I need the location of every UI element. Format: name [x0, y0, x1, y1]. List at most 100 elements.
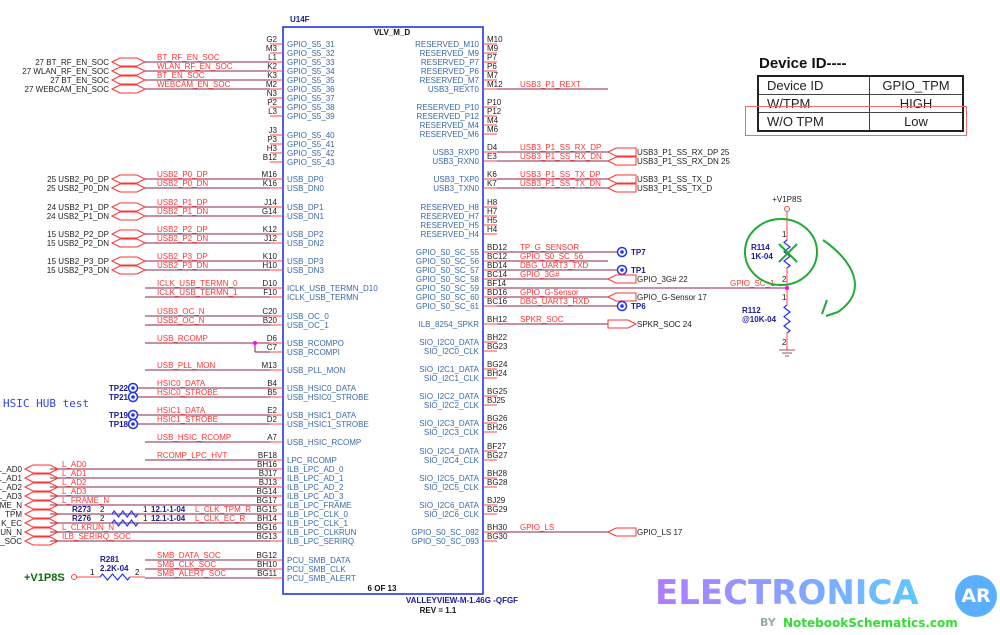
- net-label: SPKR_SOC: [520, 315, 564, 324]
- pin-number: D6: [267, 334, 278, 343]
- net-label: USB_RCOMP: [157, 334, 208, 343]
- offpage-connector: [110, 265, 147, 275]
- net-label: L_CLK_EC_R: [195, 514, 245, 523]
- pin-number: BG11: [257, 569, 277, 578]
- resistor-pin: 2: [100, 505, 105, 514]
- pin-number: BH24: [487, 369, 508, 378]
- net-label: USB3_P1_SS_RX_DP: [520, 143, 601, 152]
- pin-number: P10: [487, 98, 502, 107]
- chip-pin-name: LPC_RCOMP: [287, 456, 337, 465]
- offpage-connector: [606, 292, 637, 302]
- chip-pin-name: USB_HSIC_RCOMP: [287, 438, 361, 447]
- chip-pin-name: ILB_LPC_AD_1: [287, 474, 344, 483]
- power-rail-icon: [784, 206, 790, 212]
- chip-pin-name: PCU_SMB_ALERT: [287, 574, 356, 583]
- net-label: L_FRAME_N: [62, 496, 109, 505]
- net-label: USB_PLL_MON: [157, 361, 215, 370]
- markup-cross-icon: [778, 243, 798, 263]
- chip-pin-name: USB_DP0: [287, 175, 324, 184]
- pin-number: BG16: [257, 523, 278, 532]
- test-point-label: TP19: [109, 411, 129, 420]
- pin-number: BG26: [487, 414, 508, 423]
- connector-label: USB3_P1_SS_TX_D: [637, 175, 712, 184]
- resistor-icon: [783, 304, 791, 334]
- markup-arrow-icon: [821, 239, 856, 317]
- chip-pin-name: SIO_I2C2_CLK: [424, 401, 480, 410]
- pin-number: BD12: [487, 243, 508, 252]
- net-label: BT_EN_SOC: [157, 71, 205, 80]
- chip-pin-name: GPIO_S0_SC_60: [416, 293, 480, 302]
- resistor-pin: 1: [782, 230, 787, 239]
- chip-pin-name: GPIO_S5_32: [287, 49, 335, 58]
- test-point-label: TP18: [109, 420, 129, 429]
- connector-label: L_AD3: [0, 492, 23, 501]
- chip-pin-name: GPIO_S0_SC_59: [416, 284, 480, 293]
- markup-circle: [744, 218, 818, 286]
- chip-pin-name: RESERVED_H7: [420, 212, 479, 221]
- resistor-value: 12.1-1-04: [151, 514, 186, 523]
- connector-label: 25 USB2_P0_DN: [47, 184, 109, 193]
- pin-number: J14: [264, 198, 277, 207]
- connector-label: 27 BT_EN_SOC: [50, 76, 109, 85]
- chip-pin-name: USB_DP2: [287, 230, 324, 239]
- chip-pin-name: USB_RCOMPI: [287, 348, 340, 357]
- resistor-icon: [111, 509, 139, 519]
- offpage-connector: [606, 183, 637, 193]
- power-rail-icon: [71, 574, 77, 580]
- pin-number: M7: [487, 71, 499, 80]
- chip-pin-name: USB3_TXN0: [433, 184, 479, 193]
- chip-pin-name: ILB_LPC_CLK_0: [287, 510, 348, 519]
- pin-number: H7: [487, 207, 498, 216]
- connector-label: GPIO_G-Sensor 17: [637, 293, 707, 302]
- pin-number: G14: [262, 207, 278, 216]
- offpage-connector: [23, 500, 60, 510]
- net-label: HSIC1_DATA: [157, 406, 206, 415]
- resistor-pin: 2: [135, 568, 140, 577]
- chip-pin-name: GPIO_S5_38: [287, 103, 335, 112]
- table-cell: Low: [869, 112, 964, 132]
- chip-pin-name: SIO_I2C2_DATA: [419, 392, 479, 401]
- pin-number: M3: [266, 44, 278, 53]
- pin-number: B12: [263, 153, 278, 162]
- connector-label: USB3_P1_SS_RX_DN 25: [637, 157, 730, 166]
- chip-pin-name: GPIO_S5_34: [287, 67, 335, 76]
- chip-pin-name: GPIO_S5_36: [287, 85, 335, 94]
- test-point-label: TP6: [631, 302, 646, 311]
- chip-pin-name: RESERVED_P10: [416, 103, 479, 112]
- power-rail-label: +V1P8S: [24, 572, 65, 584]
- chip-pin-name: GPIO_S0_SC_56: [416, 257, 480, 266]
- chip-pin-name: GPIO_S0_SC_58: [416, 275, 480, 284]
- chip-pin-name: USB_PLL_MON: [287, 366, 345, 375]
- chip-pin-name: GPIO_S5_31: [287, 40, 335, 49]
- offpage-connector: [23, 473, 60, 483]
- pin-number: BJ17: [259, 469, 278, 478]
- pin-number: M12: [487, 80, 503, 89]
- pin-number: M10: [487, 35, 503, 44]
- table-cell: W/TPM: [757, 94, 870, 113]
- connector-label: 15 USB2_P2_DN: [47, 239, 109, 248]
- connector-label: L_AD0: [0, 465, 23, 474]
- logo-site: NotebookSchematics.com: [783, 616, 958, 630]
- pin-number: K10: [263, 252, 278, 261]
- chip-pin-name: GPIO_S0_SC_55: [416, 248, 480, 257]
- net-label: USB3_P1_SS_TX_DP: [520, 170, 601, 179]
- net-label: HSIC0_STROBE: [157, 388, 218, 397]
- connector-label: 27 WEBCAM_EN_SOC: [25, 85, 110, 94]
- connector-label: 25 USB2_P0_DP: [47, 175, 109, 184]
- connector-label: 27 BT_RF_EN_SOC: [35, 58, 109, 67]
- offpage-connector: [23, 482, 60, 492]
- chip-pin-name: SIO_I2C0_CLK: [424, 347, 480, 356]
- chip-pin-name: USB_HSIC1_STROBE: [287, 420, 369, 429]
- net-label: GPIO_S0_SC_56: [520, 252, 584, 261]
- test-point-dot: [131, 395, 135, 399]
- pin-number: BC14: [487, 270, 508, 279]
- pin-number: B20: [263, 316, 278, 325]
- chip-pin-name: RESERVED_M6: [420, 130, 480, 139]
- connector-label: UN_N: [0, 528, 22, 537]
- pin-number: B4: [267, 379, 277, 388]
- resistor-value: 2.2K-04: [100, 564, 129, 573]
- test-point-dot: [620, 304, 624, 308]
- chip-pin-name: USB3_TXP0: [434, 175, 480, 184]
